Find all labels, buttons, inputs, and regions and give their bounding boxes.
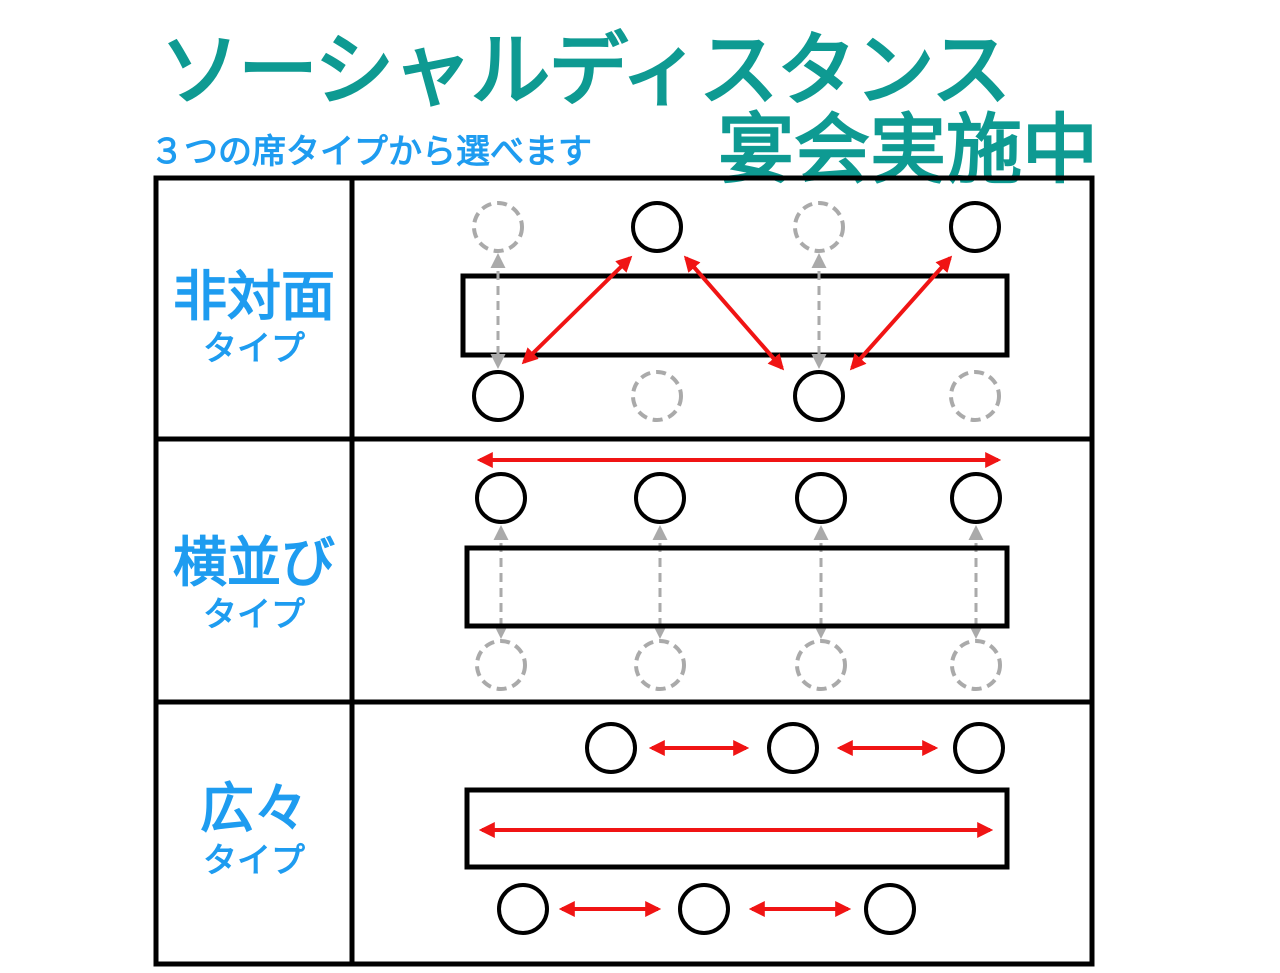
seat-icon: [864, 883, 916, 935]
seat-icon: [631, 201, 683, 253]
outer-border: [153, 175, 1095, 967]
seat-icon: [953, 722, 1005, 774]
empty-seat-icon: [634, 639, 686, 691]
row-name: 横並び: [173, 531, 335, 594]
empty-seat-icon: [475, 639, 527, 691]
table: [464, 545, 1010, 629]
empty-seat-icon: [950, 639, 1002, 691]
empty-seat-icon: [949, 370, 1001, 422]
main-title: ソーシャルディスタンス: [160, 24, 1011, 117]
empty-seat-icon: [631, 370, 683, 422]
empty-seat-icon: [793, 201, 845, 253]
seat-icon: [950, 472, 1002, 524]
seat-icon: [949, 201, 1001, 253]
distance-arrow: [683, 255, 785, 371]
seat-icon: [634, 472, 686, 524]
seat-icon: [475, 472, 527, 524]
empty-seat-icon: [472, 201, 524, 253]
seat-icon: [767, 722, 819, 774]
table: [464, 787, 1010, 870]
row-suffix: タイプ: [203, 595, 305, 635]
distance-arrow: [521, 255, 633, 365]
seat-icon: [793, 370, 845, 422]
row-name: 広々: [200, 777, 308, 840]
seat-icon: [678, 883, 730, 935]
tagline: ３つの席タイプから選べます: [150, 132, 592, 172]
grid-frame: [153, 175, 1095, 967]
seat-icon: [497, 883, 549, 935]
seat-icon: [795, 472, 847, 524]
distance-arrow: [849, 255, 953, 371]
seating-layouts: [460, 201, 1010, 935]
seat-icon: [585, 722, 637, 774]
seat-icon: [472, 370, 524, 422]
row-suffix: タイプ: [203, 329, 305, 369]
row-label-side-by-side: 横並び タイプ: [156, 532, 352, 636]
empty-seat-icon: [795, 639, 847, 691]
row-label-spacious: 広々 タイプ: [156, 778, 352, 882]
row-label-facing-away: 非対面 タイプ: [156, 266, 352, 370]
row-suffix: タイプ: [203, 841, 305, 881]
row-name: 非対面: [173, 265, 335, 328]
